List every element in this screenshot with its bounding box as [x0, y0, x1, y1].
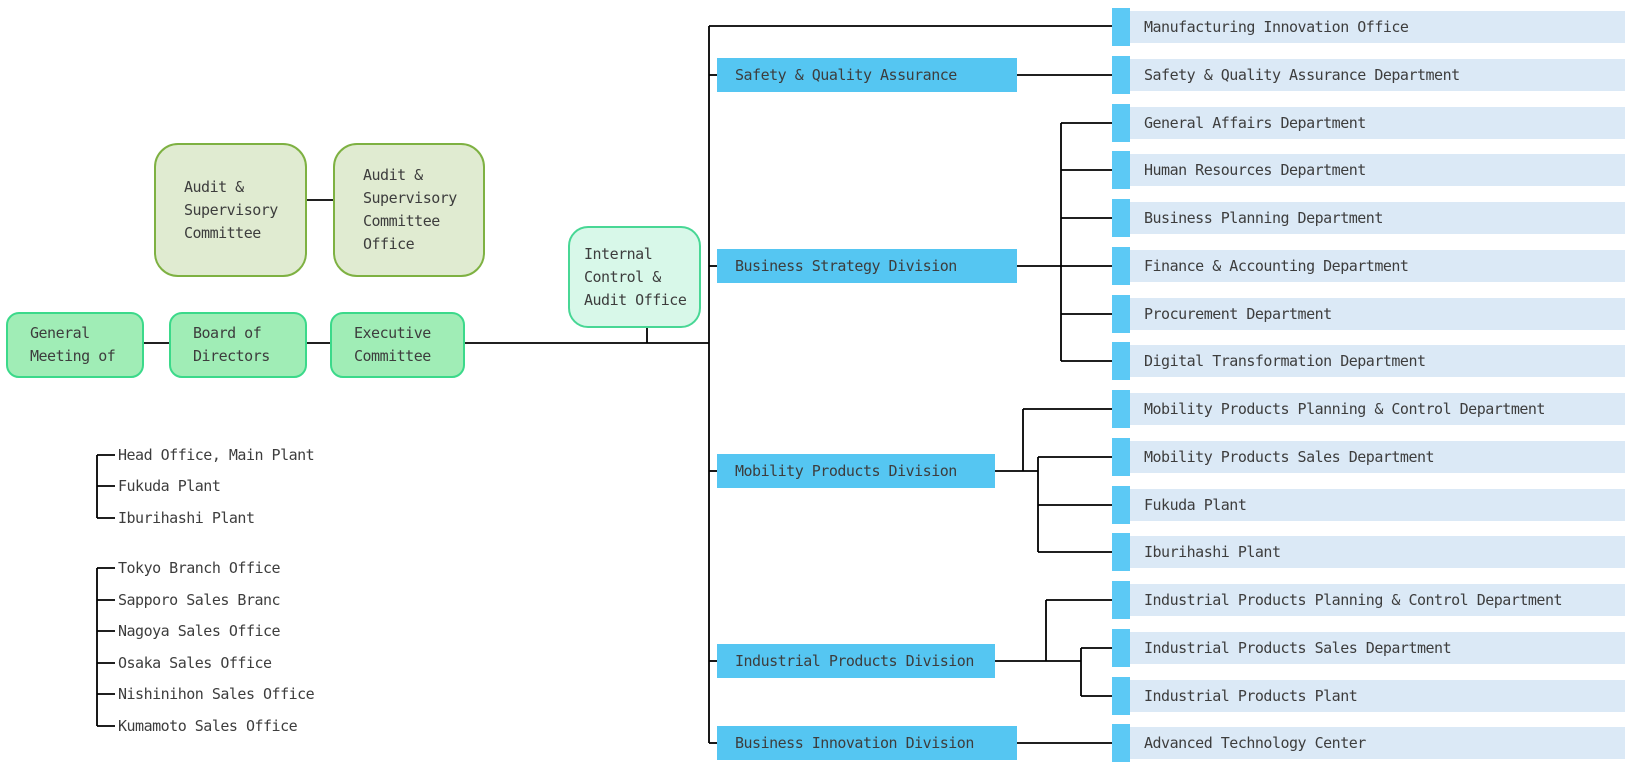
- node-dept-mobility-planning-control: Mobility Products Planning & Control Dep…: [1112, 390, 1625, 428]
- node-dept-procurement: Procurement Department: [1112, 295, 1625, 333]
- node-audit-supervisory-committee: Audit & Supervisory Committee: [154, 143, 307, 277]
- dept-accent-square: [1112, 295, 1130, 333]
- site-item-sapporo-sales-branch: Sapporo Sales Branc: [118, 591, 281, 609]
- dept-label: General Affairs Department: [1144, 114, 1366, 132]
- dept-accent-square: [1112, 438, 1130, 476]
- dept-label: Industrial Products Planning & Control D…: [1144, 591, 1563, 609]
- node-division-business-innovation: Business Innovation Division: [717, 726, 1017, 760]
- division-label: Safety & Quality Assurance: [735, 66, 957, 84]
- dept-label: Advanced Technology Center: [1144, 734, 1366, 752]
- dept-accent-square: [1112, 581, 1130, 619]
- site-item-iburihashi-plant: Iburihashi Plant: [118, 509, 255, 527]
- node-dept-mobility-sales: Mobility Products Sales Department: [1112, 438, 1625, 476]
- node-label: Internal Control & Audit Office: [584, 244, 687, 309]
- node-dept-industrial-planning-control: Industrial Products Planning & Control D…: [1112, 581, 1625, 619]
- node-executive-committee: Executive Committee: [330, 312, 465, 378]
- trunk-and-branches: [708, 25, 1112, 744]
- node-dept-advanced-technology-center: Advanced Technology Center: [1112, 724, 1625, 762]
- dept-label: Iburihashi Plant: [1144, 543, 1281, 561]
- division-label: Industrial Products Division: [735, 652, 974, 670]
- node-dept-general-affairs: General Affairs Department: [1112, 104, 1625, 142]
- node-dept-industrial-sales: Industrial Products Sales Department: [1112, 629, 1625, 667]
- node-dept-manufacturing-innovation: Manufacturing Innovation Office: [1112, 8, 1625, 46]
- dept-accent-square: [1112, 390, 1130, 428]
- dept-accent-square: [1112, 677, 1130, 715]
- node-division-industrial-products: Industrial Products Division: [717, 644, 995, 678]
- node-dept-human-resources: Human Resources Department: [1112, 151, 1625, 189]
- dept-label: Finance & Accounting Department: [1144, 257, 1409, 275]
- node-label: Audit & Supervisory Committee: [184, 177, 278, 242]
- dept-accent-square: [1112, 629, 1130, 667]
- dept-accent-square: [1112, 342, 1130, 380]
- dept-label: Manufacturing Innovation Office: [1144, 18, 1409, 36]
- dept-label: Fukuda Plant: [1144, 496, 1247, 514]
- dept-label: Human Resources Department: [1144, 161, 1366, 179]
- node-board-of-directors: Board of Directors: [169, 312, 307, 378]
- dept-accent-square: [1112, 199, 1130, 237]
- dept-accent-square: [1112, 724, 1130, 762]
- dept-accent-square: [1112, 8, 1130, 46]
- dept-label: Safety & Quality Assurance Department: [1144, 66, 1460, 84]
- dept-label: Industrial Products Plant: [1144, 687, 1358, 705]
- division-label: Business Innovation Division: [735, 734, 974, 752]
- node-dept-digital-transformation: Digital Transformation Department: [1112, 342, 1625, 380]
- dept-accent-square: [1112, 56, 1130, 94]
- node-label: Board of Directors: [193, 324, 270, 365]
- site-item-head-office-main-plant: Head Office, Main Plant: [118, 446, 315, 464]
- dept-label: Business Planning Department: [1144, 209, 1383, 227]
- node-label: Audit & Supervisory Committee Office: [363, 166, 457, 253]
- node-dept-industrial-plant: Industrial Products Plant: [1112, 677, 1625, 715]
- site-item-tokyo-branch-office: Tokyo Branch Office: [118, 559, 281, 577]
- node-dept-fukuda-plant: Fukuda Plant: [1112, 486, 1625, 524]
- node-division-safety-quality: Safety & Quality Assurance: [717, 58, 1017, 92]
- site-item-fukuda-plant: Fukuda Plant: [118, 477, 221, 495]
- governance-connectors: [144, 199, 709, 344]
- dept-label: Mobility Products Sales Department: [1144, 448, 1435, 466]
- node-dept-iburihashi-plant: Iburihashi Plant: [1112, 533, 1625, 571]
- division-label: Business Strategy Division: [735, 257, 957, 275]
- site-list-brackets: [96, 454, 115, 727]
- site-item-kumamoto-sales-office: Kumamoto Sales Office: [118, 717, 298, 735]
- node-division-business-strategy: Business Strategy Division: [717, 249, 1017, 283]
- site-item-osaka-sales-office: Osaka Sales Office: [118, 654, 272, 672]
- node-dept-safety-quality-assurance: Safety & Quality Assurance Department: [1112, 56, 1625, 94]
- dept-label: Procurement Department: [1144, 305, 1332, 323]
- node-division-mobility-products: Mobility Products Division: [717, 454, 995, 488]
- dept-label: Mobility Products Planning & Control Dep…: [1144, 400, 1545, 418]
- dept-accent-square: [1112, 151, 1130, 189]
- node-label: General Meeting of: [30, 324, 116, 365]
- node-internal-control-audit-office: Internal Control & Audit Office: [568, 226, 701, 328]
- dept-accent-square: [1112, 486, 1130, 524]
- dept-label: Digital Transformation Department: [1144, 352, 1426, 370]
- dept-accent-square: [1112, 247, 1130, 285]
- dept-accent-square: [1112, 533, 1130, 571]
- site-item-nagoya-sales-office: Nagoya Sales Office: [118, 622, 281, 640]
- node-audit-supervisory-committee-office: Audit & Supervisory Committee Office: [333, 143, 485, 277]
- site-item-nishinihon-sales-office: Nishinihon Sales Office: [118, 685, 315, 703]
- node-general-meeting: General Meeting of: [6, 312, 144, 378]
- dept-label: Industrial Products Sales Department: [1144, 639, 1452, 657]
- dept-accent-square: [1112, 104, 1130, 142]
- node-dept-business-planning: Business Planning Department: [1112, 199, 1625, 237]
- node-dept-finance-accounting: Finance & Accounting Department: [1112, 247, 1625, 285]
- division-label: Mobility Products Division: [735, 462, 957, 480]
- node-label: Executive Committee: [354, 324, 431, 365]
